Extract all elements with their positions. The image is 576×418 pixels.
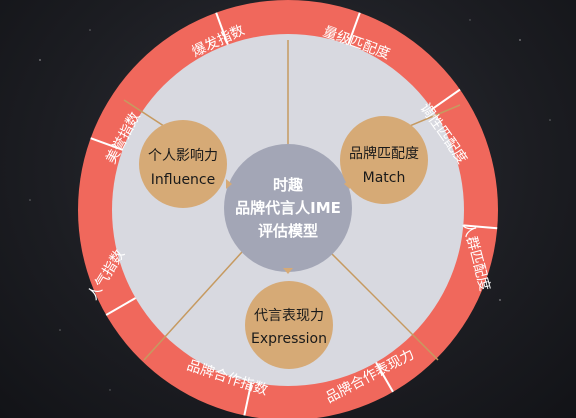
center-model-name: 品牌代言人IME [235,199,341,217]
pointer-bottom [283,268,293,274]
connector-line [329,251,439,361]
connector-line [143,251,243,361]
ring-divider [463,224,498,230]
ring-divider [243,381,253,416]
ring-divider [105,297,137,316]
match-label-cn: 品牌匹配度 [349,145,419,162]
ring-divider [90,137,123,151]
expression-bubble [245,281,333,369]
expression-label-en: Expression [251,331,327,347]
ring-divider [431,88,461,110]
influence-label-en: Influence [151,172,216,188]
center-disc [224,144,352,272]
ring-divider [215,12,229,45]
connector-line [123,99,171,131]
ring-divider [347,12,361,45]
background-stars [29,19,551,391]
match-bubble [340,116,428,204]
pointer-left [226,179,232,189]
influence-label-cn: 个人影响力 [148,148,218,164]
match-label-en: Match [363,170,406,186]
center-title: 时趣 [273,176,304,194]
ring-dividers [90,12,498,416]
ring-divider [375,361,394,393]
center-subtitle: 评估模型 [258,222,318,240]
expression-label-cn: 代言表现力 [254,308,324,324]
influence-bubble [139,120,227,208]
